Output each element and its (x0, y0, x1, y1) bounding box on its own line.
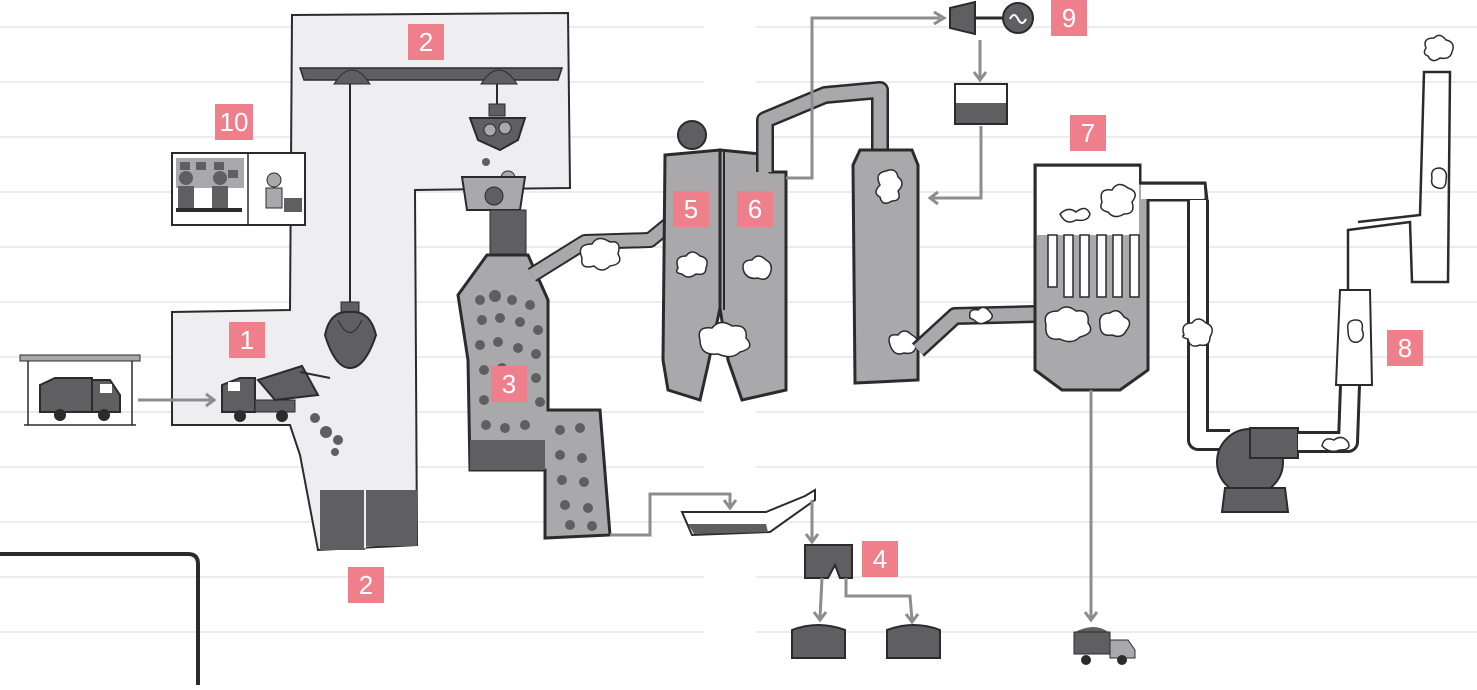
bunker-pit-right (365, 490, 417, 546)
label-waste-bunker-crane: 2 (408, 24, 444, 60)
label-control-room: 10 (215, 104, 253, 140)
ash-container-icon (792, 625, 940, 658)
label-ash-handling: 4 (862, 541, 898, 577)
label-boiler-second-pass: 6 (737, 191, 773, 227)
frame-corner (0, 554, 198, 685)
control-room-operators-icon (172, 153, 305, 225)
turbine-icon (950, 2, 975, 34)
label-waste-bunker: 2 (348, 567, 384, 603)
label-stack: 8 (1387, 330, 1423, 366)
garbage-truck-icon (20, 355, 140, 425)
induced-draft-fan-icon (1217, 428, 1298, 512)
ash-truck-icon (1074, 627, 1135, 665)
label-flue-gas-cleaning: 7 (1070, 115, 1106, 151)
label-waste-delivery: 1 (229, 322, 265, 358)
generator-icon (1003, 3, 1033, 33)
label-furnace: 3 (491, 366, 527, 402)
label-boiler-first-pass: 5 (673, 191, 709, 227)
bunker-pit-left (320, 490, 365, 550)
condenser-icon (955, 84, 1007, 124)
label-turbine-generator: 9 (1051, 0, 1087, 36)
steam-drum (678, 121, 706, 149)
ash-separator (805, 545, 852, 578)
smoke-cloud-icon (1424, 35, 1453, 60)
feed-chute (490, 210, 526, 255)
